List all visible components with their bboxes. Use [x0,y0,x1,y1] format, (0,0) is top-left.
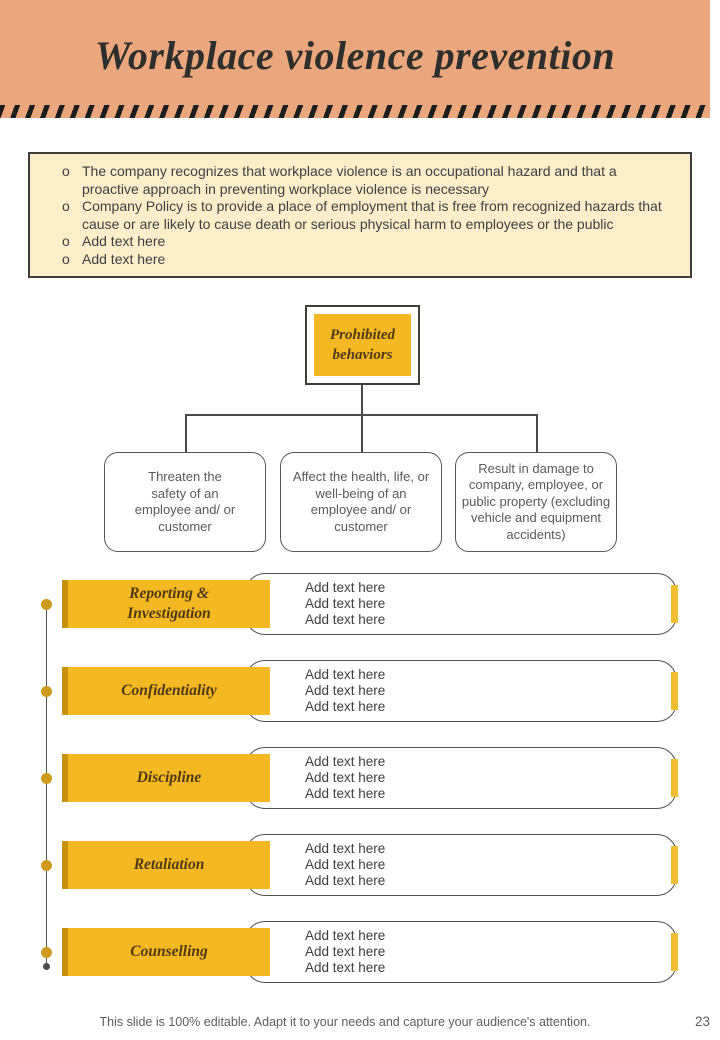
add-text-placeholder[interactable]: Add text here [305,928,386,943]
policy-text-box: o The company recognizes that workplace … [28,152,692,278]
add-text-placeholder[interactable]: Add text here [305,786,386,801]
timeline-dot [41,860,52,871]
row-label-retaliation: Retaliation [62,841,270,889]
row-label-reporting: Reporting & Investigation [62,580,270,628]
row-content-box [245,834,677,896]
prohibited-behaviors-label: Prohibited behaviors [314,314,411,376]
page-title: Workplace violence prevention [94,33,616,78]
timeline-row-retaliation: Add text here Add text here Add text her… [0,834,720,896]
row-content-box [245,747,677,809]
bullet-marker-icon: o [62,250,70,267]
timeline-row-discipline: Add text here Add text here Add text her… [0,747,720,809]
timeline-line [46,604,47,967]
page-number: 23 [694,1014,710,1029]
footer-note: This slide is 100% editable. Adapt it to… [99,1015,591,1029]
row-accent-strip [671,933,678,971]
timeline-dot [41,686,52,697]
row-label-text: Confidentiality [121,682,217,699]
add-text-placeholder[interactable]: Add text here [305,944,386,959]
row-label-text: Retaliation [133,856,205,873]
row-content-box [245,921,677,983]
behavior-box-affect: Affect the health, life, or well-being o… [280,452,442,552]
timeline-dot [41,599,52,610]
add-text-placeholder[interactable]: Add text here [305,960,386,975]
timeline-dot [41,947,52,958]
policy-bullet-item: o The company recognizes that workplace … [60,163,672,198]
row-label-text: Reporting & Investigation [127,585,211,622]
prohibited-behaviors-box: Prohibited behaviors [305,305,420,385]
row-text-lines: Add text here Add text here Add text her… [305,580,385,628]
row-accent-strip [671,846,678,884]
policy-bullet-placeholder[interactable]: Add text here [82,233,166,249]
add-text-placeholder[interactable]: Add text here [305,612,386,627]
row-label-counselling: Counselling [62,928,270,976]
connector-line [185,414,187,452]
policy-bullet-item: o Company Policy is to provide a place o… [60,198,672,233]
policy-bullet-text: The company recognizes that workplace vi… [82,163,617,197]
behavior-box-text: Result in damage to company, employee, o… [461,460,611,542]
add-text-placeholder[interactable]: Add text here [305,667,386,682]
policy-bullet-text: Company Policy is to provide a place of … [82,198,662,232]
hazard-stripe-divider [0,105,710,118]
timeline-dot [41,773,52,784]
row-accent-strip [671,672,678,710]
row-text-lines: Add text here Add text here Add text her… [305,928,385,976]
timeline-end-dot [43,963,50,970]
timeline-row-confidentiality: Add text here Add text here Add text her… [0,660,720,722]
add-text-placeholder[interactable]: Add text here [305,580,386,595]
bullet-marker-icon: o [62,163,70,179]
add-text-placeholder[interactable]: Add text here [305,683,386,698]
row-text-lines: Add text here Add text here Add text her… [305,754,385,802]
row-accent-strip [671,585,678,623]
row-accent-strip [671,759,678,797]
policy-bullet-item: o Add text here [60,251,672,269]
slide-header: Workplace violence prevention [0,0,710,105]
bullet-marker-icon: o [62,233,70,249]
timeline-row-reporting: Add text here Add text here Add text her… [0,573,720,635]
row-label-discipline: Discipline [62,754,270,802]
policy-bullet-item: o Add text here [60,233,672,251]
policy-bullet-placeholder[interactable]: Add text here [82,250,166,267]
add-text-placeholder[interactable]: Add text here [305,841,386,856]
timeline-row-counselling: Add text here Add text here Add text her… [0,921,720,983]
behavior-box-threaten: Threaten the safety of an employee and/ … [104,452,266,552]
add-text-placeholder[interactable]: Add text here [305,699,386,714]
row-text-lines: Add text here Add text here Add text her… [305,667,385,715]
behavior-box-damage: Result in damage to company, employee, o… [455,452,617,552]
bullet-marker-icon: o [62,198,70,214]
connector-line [536,414,538,452]
row-label-text: Counselling [130,943,208,960]
add-text-placeholder[interactable]: Add text here [305,857,386,872]
row-text-lines: Add text here Add text here Add text her… [305,841,385,889]
row-label-text: Discipline [136,769,202,786]
connector-line [361,385,363,415]
add-text-placeholder[interactable]: Add text here [305,873,386,888]
row-label-confidentiality: Confidentiality [62,667,270,715]
row-content-box [245,573,677,635]
connector-line [361,414,363,452]
add-text-placeholder[interactable]: Add text here [305,754,386,769]
behavior-box-text: Threaten the safety of an employee and/ … [134,469,236,534]
add-text-placeholder[interactable]: Add text here [305,770,386,785]
add-text-placeholder[interactable]: Add text here [305,596,386,611]
behavior-box-text: Affect the health, life, or well-being o… [292,469,430,534]
